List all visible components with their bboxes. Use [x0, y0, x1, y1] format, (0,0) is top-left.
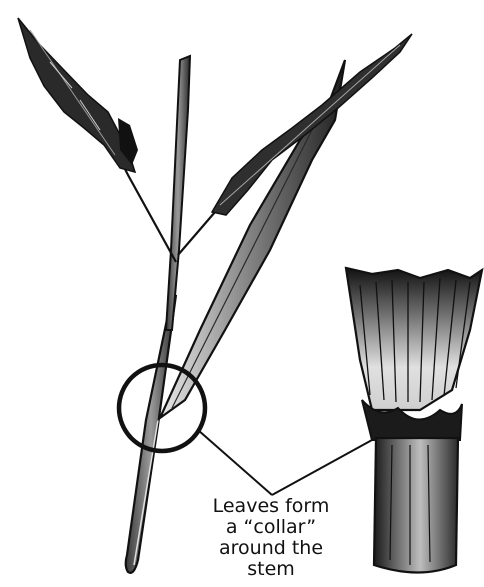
caption-line-1: Leaves form: [196, 496, 346, 517]
right-panicle: [212, 34, 412, 215]
upright-stalk: [166, 56, 190, 330]
caption-line-3: around the: [196, 538, 346, 559]
callout-pointer: [198, 430, 372, 495]
main-stem: [126, 295, 176, 573]
caption-line-2: a “collar”: [196, 517, 346, 538]
collar-caption: Leaves form a “collar” around the stem: [196, 496, 346, 580]
caption-line-4: stem: [196, 559, 346, 580]
left-panicle: [18, 18, 138, 172]
collar-detail: [346, 268, 482, 573]
